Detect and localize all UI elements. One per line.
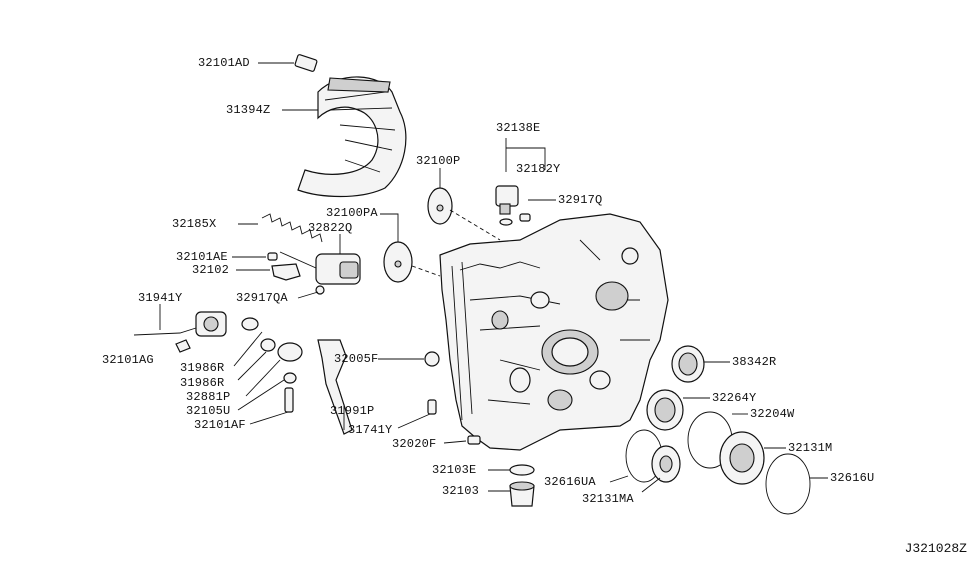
plug-32020F-part — [443, 435, 481, 445]
transmission-case-part — [439, 213, 669, 451]
part-label-32138E: 32138E — [496, 121, 541, 135]
part-label-31741Y: 31741Y — [348, 423, 393, 437]
part-label-32881P: 32881P — [186, 390, 231, 404]
oring-32103E-part — [488, 464, 535, 476]
part-label-31991P: 31991P — [330, 404, 375, 418]
part-label-38342R: 38342R — [732, 355, 777, 369]
part-label-31986R-1: 31986R — [180, 361, 225, 375]
plate-32100P-part — [427, 168, 453, 225]
part-label-32020F: 32020F — [392, 437, 437, 451]
part-label-32101AG: 32101AG — [102, 353, 154, 367]
part-label-32101AD: 32101AD — [198, 56, 250, 70]
part-label-31986R-2: 31986R — [180, 376, 225, 390]
part-label-32185X: 32185X — [172, 217, 217, 231]
gear-32131M-part — [719, 431, 786, 485]
baffle-plate-31394Z-part — [282, 76, 407, 198]
part-label-31394Z: 31394Z — [226, 103, 271, 117]
sensor-31941Y-part — [133, 304, 227, 353]
part-label-31941Y: 31941Y — [138, 291, 183, 305]
seal-38342R-part — [671, 345, 730, 383]
part-label-32100PA: 32100PA — [326, 206, 378, 220]
part-label-32102: 32102 — [192, 263, 230, 277]
part-label-32616U: 32616U — [830, 471, 875, 485]
part-label-32105U: 32105U — [186, 404, 231, 418]
part-label-32131M: 32131M — [788, 441, 833, 455]
part-label-32917QA: 32917QA — [236, 291, 288, 305]
part-label-32822Q: 32822Q — [308, 221, 353, 235]
sensor-32138E-part — [495, 138, 546, 226]
spring-32185X-part — [238, 213, 323, 243]
part-label-32100P: 32100P — [416, 154, 461, 168]
part-label-32264Y: 32264Y — [712, 391, 757, 405]
plate-32100PA-part — [380, 213, 413, 283]
cap-32103-part — [488, 481, 535, 507]
part-label-32131MA: 32131MA — [582, 492, 634, 506]
solenoid-32822Q-part — [315, 234, 361, 295]
plug-32005F-part — [424, 351, 440, 367]
part-label-32917Q: 32917Q — [558, 193, 603, 207]
part-label-32103E: 32103E — [432, 463, 477, 477]
small-bolt-32101AE-part — [232, 252, 278, 261]
part-label-32204W: 32204W — [750, 407, 795, 421]
part-label-32101AE: 32101AE — [176, 250, 228, 264]
diagram-id: J321028Z — [904, 541, 967, 556]
snap-ring-32616U-part — [765, 453, 828, 515]
part-label-32103: 32103 — [442, 484, 480, 498]
part-label-32616UA: 32616UA — [544, 475, 596, 489]
part-label-32101AF: 32101AF — [194, 418, 246, 432]
bolt-31741Y-part — [397, 399, 437, 429]
bolt-32101AD-part — [258, 54, 318, 72]
lever-31991P-part — [237, 339, 353, 435]
clip-32102-part — [236, 263, 301, 281]
gear-32131MA-part — [641, 445, 681, 493]
bushing-31986R-part — [233, 317, 276, 381]
part-label-32182Y: 32182Y — [516, 162, 561, 176]
part-label-32005F: 32005F — [334, 352, 379, 366]
bearing-32264Y-part — [646, 389, 710, 431]
